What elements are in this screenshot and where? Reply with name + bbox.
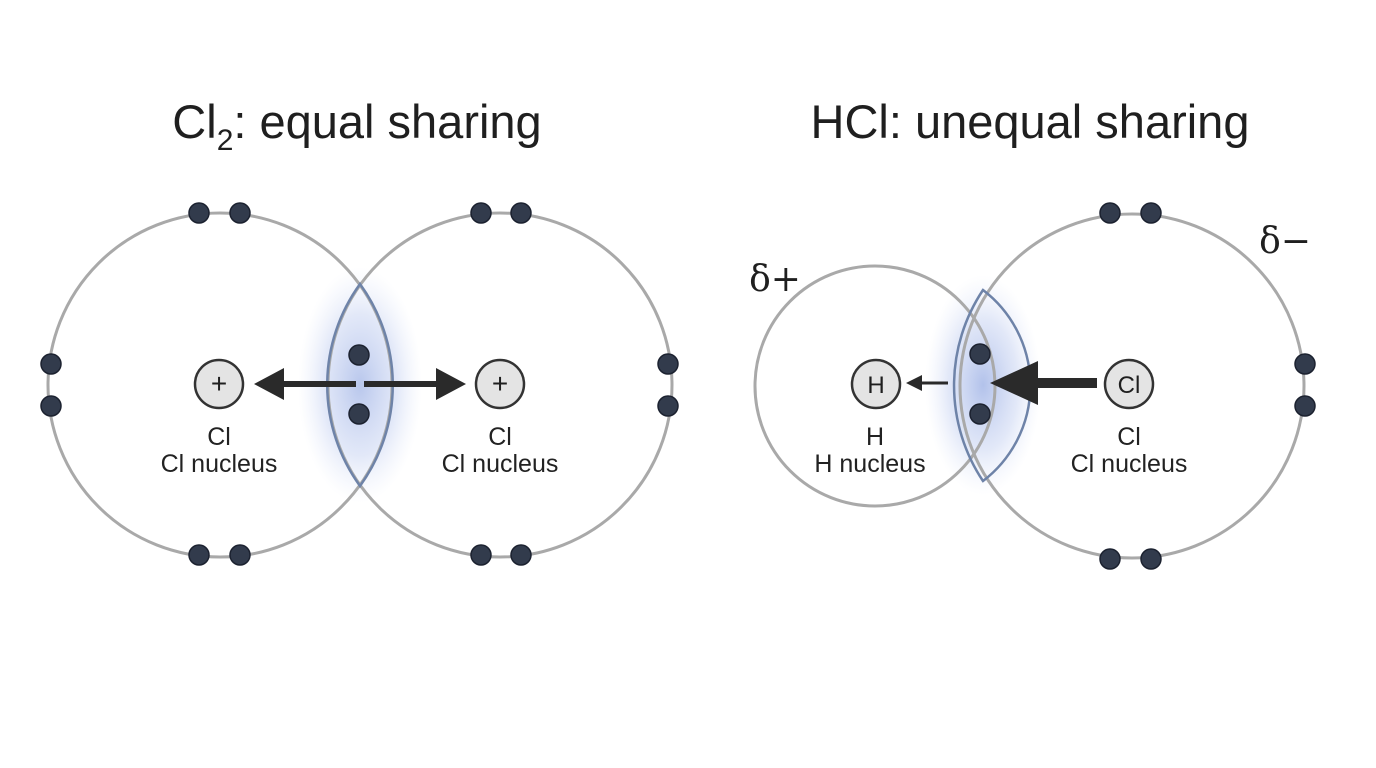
cl2-title-text: : equal sharing: [233, 95, 541, 148]
electron-dot: [1294, 395, 1316, 417]
nucleus-circle: [1103, 358, 1155, 410]
nucleus-symbol: H: [867, 372, 884, 399]
hcl-panel: HCl: unequal sharing H: [749, 95, 1316, 570]
nucleus-circle: [193, 358, 245, 410]
cl2-left-nucleus-caption: Cl nucleus: [161, 450, 278, 478]
cl2-electrons: [40, 202, 679, 566]
hcl-overlap-region: [952, 288, 1032, 483]
electron-dot: [229, 544, 251, 566]
partial-positive-charge-label: δ+: [749, 259, 801, 300]
hcl-cl-nucleus: Cl: [1103, 358, 1155, 410]
hcl-h-element-label: H: [866, 423, 884, 451]
cl2-arrow-right-head: [436, 368, 466, 400]
cl2-arrow-left-head: [254, 368, 284, 400]
cl2-panel: Cl2: equal sharing: [40, 95, 679, 566]
shared-electron-dot: [348, 344, 370, 366]
electron-dot: [510, 202, 532, 224]
hcl-electrons: [969, 202, 1316, 570]
cl2-right-element-label: Cl: [488, 423, 512, 451]
cl2-right-nucleus: +: [474, 358, 526, 410]
hcl-h-atom-shell: [753, 264, 997, 508]
hcl-cl-atom-shell: [958, 212, 1306, 560]
nucleus-circle: [474, 358, 526, 410]
shared-electron-dot: [348, 403, 370, 425]
electron-dot: [1099, 548, 1121, 570]
electron-dot: [40, 395, 62, 417]
cl2-title-formula: Cl: [172, 95, 216, 148]
electron-dot: [1140, 202, 1162, 224]
electron-dot: [510, 544, 532, 566]
electron-dot: [229, 202, 251, 224]
hcl-title: HCl: unequal sharing: [811, 95, 1250, 148]
cl2-title-subscript: 2: [217, 124, 234, 157]
hcl-cl-nucleus-caption: Cl nucleus: [1071, 450, 1188, 478]
nucleus-symbol: +: [211, 368, 227, 399]
shared-electron-dot: [969, 403, 991, 425]
electron-dot: [470, 544, 492, 566]
cl2-pull-arrows: [254, 368, 466, 400]
hcl-shared-electron-cloud: [925, 275, 1041, 495]
cl2-overlap-region: [325, 281, 395, 489]
hcl-cl-element-label: Cl: [1117, 423, 1141, 451]
cl2-right-nucleus-caption: Cl nucleus: [442, 450, 559, 478]
hcl-h-nucleus: H: [850, 358, 902, 410]
hcl-h-arrow-head: [906, 375, 922, 391]
hcl-h-nucleus-caption: H nucleus: [814, 450, 925, 478]
electron-dot: [1099, 202, 1121, 224]
cl2-title: Cl2: equal sharing: [172, 95, 541, 157]
electron-dot: [470, 202, 492, 224]
electron-dot: [657, 353, 679, 375]
electron-dot: [657, 395, 679, 417]
electron-dot: [188, 202, 210, 224]
cl2-left-element-label: Cl: [207, 423, 231, 451]
nucleus-circle: [850, 358, 902, 410]
hcl-cl-arrow-head: [990, 361, 1038, 405]
partial-negative-charge-label: δ−: [1259, 221, 1311, 262]
cl2-left-nucleus: +: [193, 358, 245, 410]
electron-dot: [1294, 353, 1316, 375]
electron-dot: [1140, 548, 1162, 570]
electron-dot: [188, 544, 210, 566]
hcl-pull-arrows: [906, 361, 1097, 405]
electron-dot: [40, 353, 62, 375]
cl2-shared-electron-cloud: [298, 267, 422, 503]
nucleus-symbol: +: [492, 368, 508, 399]
nucleus-symbol: Cl: [1118, 372, 1141, 399]
shared-electron-dot: [969, 343, 991, 365]
